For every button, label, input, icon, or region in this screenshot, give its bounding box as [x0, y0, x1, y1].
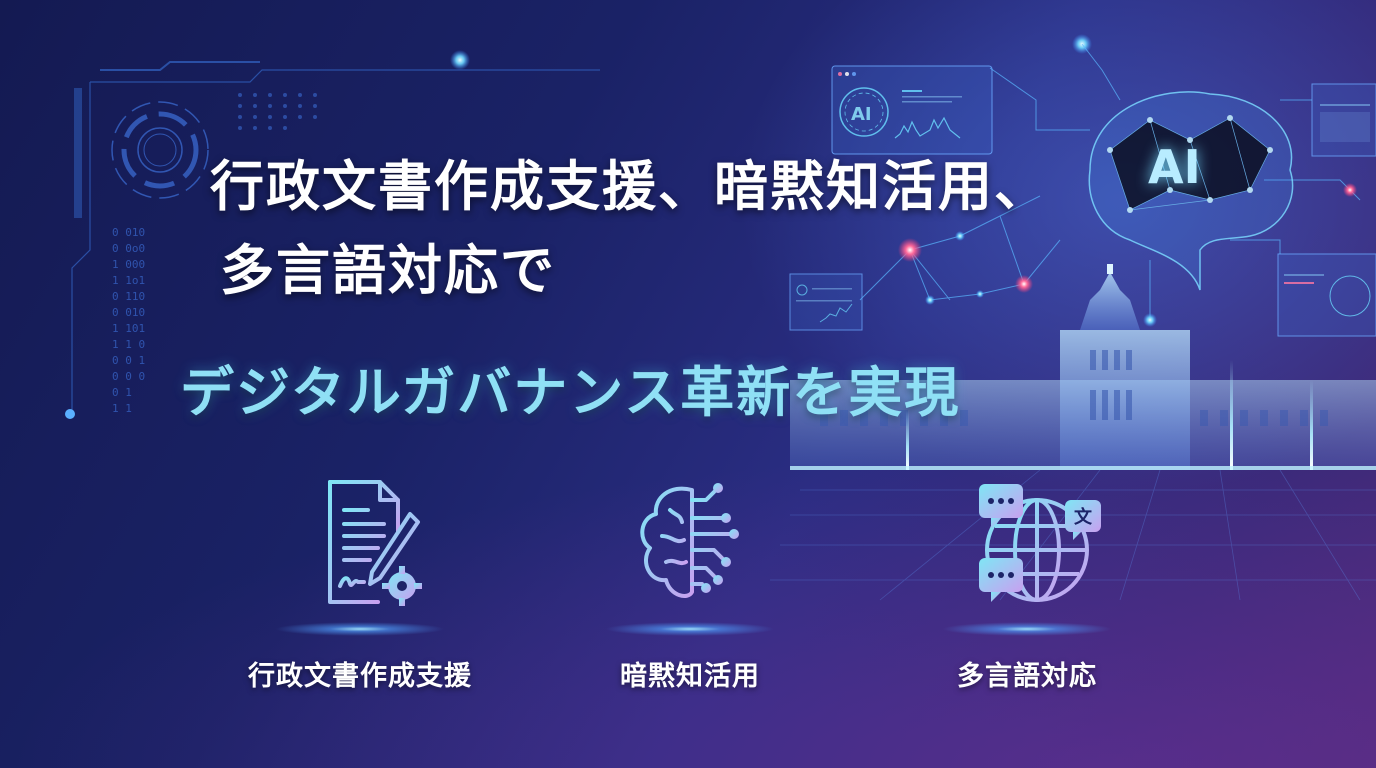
feature-label: 行政文書作成支援: [248, 661, 472, 692]
feature-list: 行政文書作成支援 暗黙知活: [0, 470, 1376, 710]
data-panel-right-bottom: [1277, 253, 1376, 337]
translate-glyph: 文: [1074, 506, 1093, 528]
hud-dot-matrix: [238, 93, 317, 130]
document-pen-gear-icon: [280, 470, 440, 620]
headline: 行政文書作成支援、暗黙知活用、 多言語対応で: [210, 160, 1050, 298]
ai-badge-text: AI: [1148, 140, 1201, 194]
feature-document-support: 行政文書作成支援: [210, 470, 510, 693]
ai-dashboard-panel: AI: [831, 65, 993, 155]
svg-text:0 110: 0 110: [112, 290, 145, 303]
data-panel-center: [789, 273, 863, 331]
svg-text:1 101: 1 101: [112, 322, 145, 335]
feature-label: 多言語対応: [957, 661, 1097, 692]
svg-text:0 0 0: 0 0 0: [112, 370, 145, 383]
feature-label: 暗黙知活用: [620, 661, 760, 692]
headline-line-2: 多言語対応で: [220, 239, 556, 302]
icon-pedestal-glow: [275, 622, 445, 636]
feature-tacit-knowledge: 暗黙知活用: [540, 470, 840, 693]
icon-pedestal-glow: [942, 622, 1112, 636]
globe-speech-bubbles-icon: 文: [947, 470, 1107, 620]
background-glow-bottom: [0, 448, 1376, 768]
headline-line-1: 行政文書作成支援、暗黙知活用、: [210, 155, 1050, 218]
svg-text:0 010: 0 010: [112, 226, 145, 239]
neural-brain-icon: [1088, 91, 1294, 291]
svg-text:1 1o1: 1 1o1: [112, 274, 145, 287]
data-panel-right-top: [1311, 83, 1376, 157]
svg-text:0 0o0: 0 0o0: [112, 242, 145, 255]
svg-text:0 1: 0 1: [112, 386, 132, 399]
hud-target-circle: [111, 101, 209, 199]
icon-pedestal-glow: [605, 622, 775, 636]
hud-binary-column: 0 010 0 0o0 1 000 1 1o1 0 110 0 010 1 101 1 1…: [112, 226, 145, 415]
svg-text:0 0 1: 0 0 1: [112, 354, 145, 367]
subheadline: デジタルガバナンス革新を実現: [180, 361, 961, 424]
parliament-building-illustration: [790, 264, 1376, 470]
svg-text:1 1: 1 1: [112, 402, 132, 415]
hud-frame-left: [71, 61, 600, 410]
svg-text:1 000: 1 000: [112, 258, 145, 271]
brain-circuit-icon: [610, 470, 770, 620]
svg-text:AI: AI: [851, 104, 872, 125]
feature-multilingual: 文 多言語対応: [877, 470, 1177, 693]
svg-text:0 010: 0 010: [112, 306, 145, 319]
svg-text:1 1 0: 1 1 0: [112, 338, 145, 351]
